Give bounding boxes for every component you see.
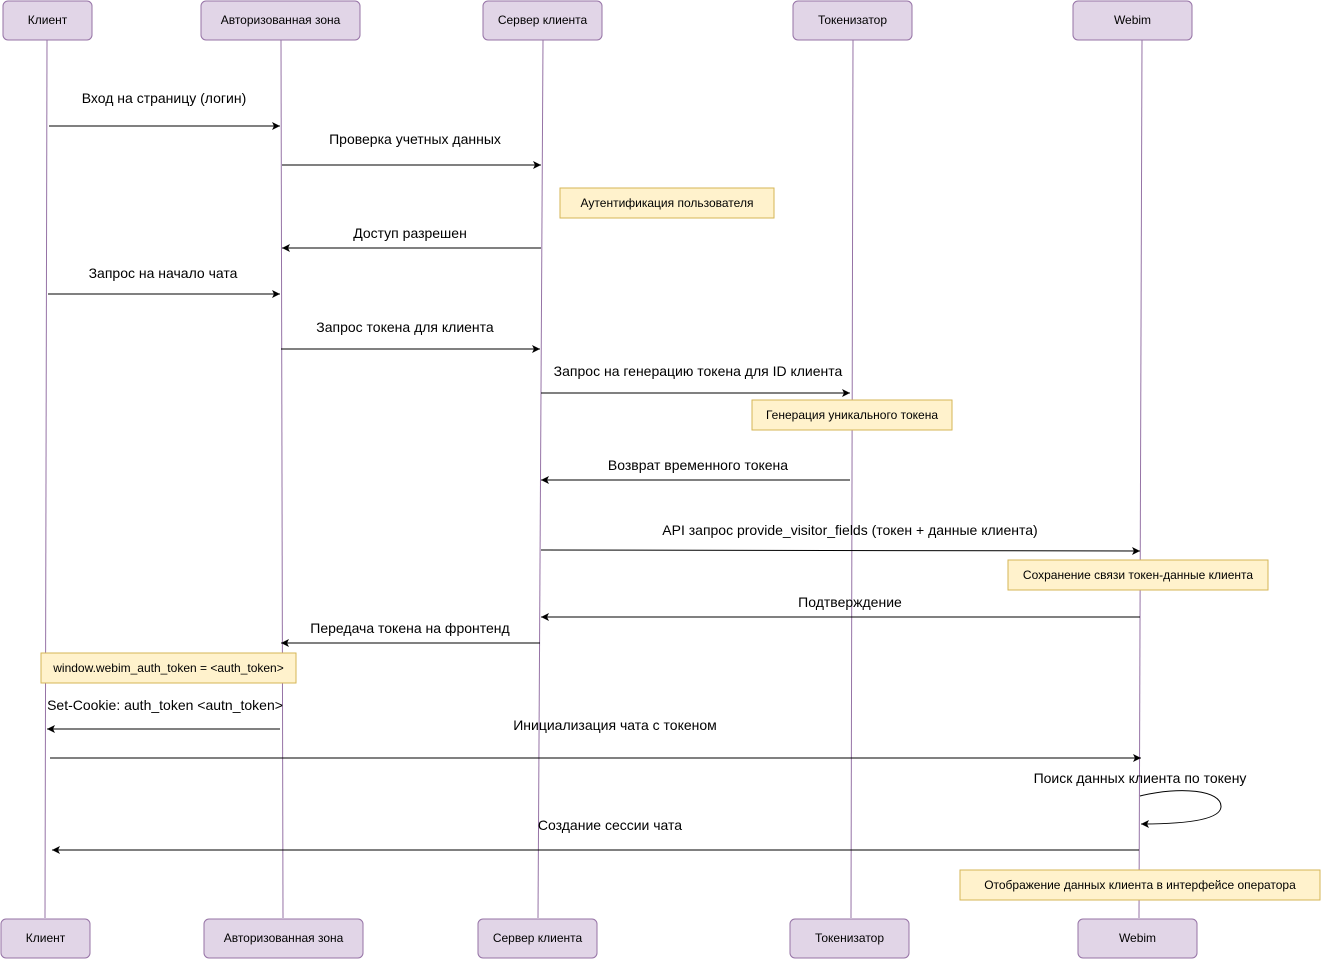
participant-client-server-bottom: Сервер клиента [477,918,598,959]
participant-label: Клиент [28,13,68,27]
message-label: Set-Cookie: auth_token <autn_token> [47,697,283,713]
lifelines [44,39,1143,919]
message-label: Вход на страницу (логин) [82,90,247,106]
participant-auth-zone-bottom: Авторизованная зона [203,918,364,959]
participant-auth-zone-top: Авторизованная зона [200,0,361,41]
message-label: Инициализация чата с токеном [513,717,717,733]
participant-client-top: Клиент [2,0,93,41]
message-label: Запрос токена для клиента [316,319,494,335]
message-label: API запрос provide_visitor_fields (токен… [662,522,1037,538]
lifeline-auth-zone [280,39,284,919]
participant-label: Токенизатор [818,13,887,27]
note-operator-display: Отображение данных клиента в интерфейсе … [959,869,1321,901]
message-label: Доступ разрешен [353,225,467,241]
message-label: Поиск данных клиента по токену [1034,770,1247,786]
note-token-generation: Генерация уникального токена [751,399,953,431]
participant-client-bottom: Клиент [0,918,91,959]
participant-client-server-top: Сервер клиента [482,0,603,41]
message-label: Запрос на генерацию токена для ID клиент… [554,363,843,379]
lifeline-webim [1138,39,1143,919]
participant-tokenizer-top: Токенизатор [792,0,913,41]
lifeline-client-server [537,39,544,919]
message-label: Запрос на начало чата [89,265,238,281]
arrow-self-lookup [1139,790,1222,828]
message-label: Создание сессии чата [538,817,682,833]
participant-label: Токенизатор [815,931,884,945]
lifeline-client [44,39,48,919]
note-label: window.webim_auth_token = <auth_token> [52,661,284,675]
note-user-authentication: Аутентификация пользователя [559,187,775,219]
note-label: Отображение данных клиента в интерфейсе … [984,878,1296,892]
note-label: Сохранение связи токен-данные клиента [1023,568,1254,582]
message-label: Проверка учетных данных [329,131,501,147]
participant-label: Сервер клиента [498,13,588,27]
lifeline-tokenizer [850,39,854,919]
participant-label: Авторизованная зона [224,931,344,945]
participant-tokenizer-bottom: Токенизатор [789,918,910,959]
note-window-auth-token: window.webim_auth_token = <auth_token> [40,652,297,684]
participant-webim-bottom: Webim [1077,918,1198,959]
participant-label: Авторизованная зона [221,13,341,27]
participant-label: Webim [1114,13,1151,27]
note-label: Аутентификация пользователя [581,196,754,210]
message-label: Передача токена на фронтенд [310,620,509,636]
note-save-token-binding: Сохранение связи токен-данные клиента [1007,559,1269,591]
participant-label: Webim [1119,931,1156,945]
arrow-api-provide-visitor-fields [540,546,1141,555]
participant-label: Сервер клиента [493,931,583,945]
participant-webim-top: Webim [1072,0,1193,41]
message-label: Подтверждение [798,594,902,610]
participant-label: Клиент [26,931,66,945]
note-label: Генерация уникального токена [766,408,938,422]
message-label: Возврат временного токена [608,457,788,473]
